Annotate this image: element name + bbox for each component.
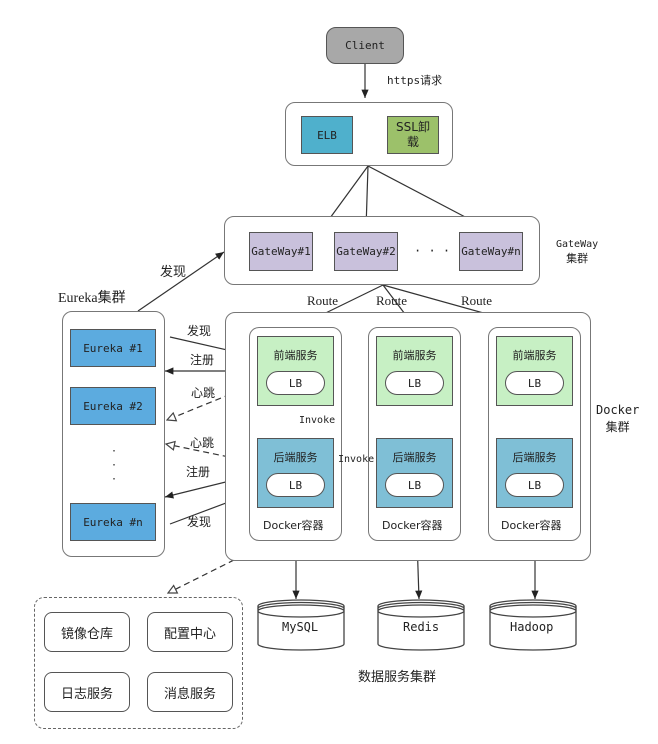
frontend-label: 前端服务 [512, 349, 557, 362]
infra-item-config-center[interactable]: 配置中心 [147, 612, 233, 652]
infra-label: 配置中心 [163, 626, 216, 642]
gateway-node-2[interactable]: GateWay#2 [334, 232, 398, 271]
ssl-offload-node[interactable]: SSL卸 载 [387, 116, 439, 154]
eureka-node-2[interactable]: Eureka #2 [70, 387, 156, 425]
heartbeat-frontend [167, 383, 258, 420]
backend-lb-3[interactable]: LB [505, 473, 564, 497]
docker-container-label-2: Docker容器 [382, 519, 443, 532]
gateway-node-1[interactable]: GateWay#1 [249, 232, 313, 271]
frontend-label: 前端服务 [273, 349, 318, 362]
docker-cluster-label-line1: Docker [596, 403, 640, 417]
infra-label: 镜像仓库 [60, 626, 113, 642]
docker-container-label-3: Docker容器 [501, 519, 562, 532]
infra-label: 消息服务 [163, 686, 216, 702]
gateway-ellipsis: · · · [414, 244, 451, 258]
eureka-label: Eureka #n [83, 515, 143, 529]
heartbeat-label-1: 心跳 [191, 386, 216, 400]
lb-label: LB [407, 478, 422, 492]
invoke-label-2: Invoke [338, 454, 375, 465]
backend-label: 后端服务 [392, 451, 437, 464]
frontend-lb-2[interactable]: LB [385, 371, 444, 395]
gateway-cluster-label-line1: GateWay [556, 239, 599, 250]
heartbeat-label-2: 心跳 [190, 436, 215, 450]
route-label-2: Route [376, 293, 408, 308]
infra-item-log-service[interactable]: 日志服务 [44, 672, 130, 712]
ssl-label-line2: 载 [406, 135, 419, 149]
data-services-cluster-label: 数据服务集群 [358, 670, 437, 685]
ssl-label-line1: SSL卸 [396, 120, 430, 134]
eureka-node-1[interactable]: Eureka #1 [70, 329, 156, 367]
eureka-vertical-ellipsis: ··· [111, 446, 118, 485]
lb-label: LB [527, 478, 542, 492]
datastore-label-hadoop: Hadoop [510, 620, 554, 634]
gateway-node-n[interactable]: GateWay#n [459, 232, 523, 271]
backend-lb-1[interactable]: LB [266, 473, 325, 497]
register-label-2: 注册 [186, 465, 211, 479]
eureka-node-n[interactable]: Eureka #n [70, 503, 156, 541]
gateway-label: GateWay#2 [336, 245, 396, 258]
docker-to-infra [168, 541, 271, 593]
lb-label: LB [288, 376, 303, 390]
datastore-label-mysql: MySQL [282, 620, 319, 634]
infra-item-image-registry[interactable]: 镜像仓库 [44, 612, 130, 652]
client-label: Client [345, 39, 385, 52]
backend-label: 后端服务 [273, 451, 318, 464]
infra-item-message-service[interactable]: 消息服务 [147, 672, 233, 712]
eureka-discover-gateway [137, 251, 225, 312]
elb-node[interactable]: ELB [301, 116, 353, 154]
route-label-1: Route [307, 293, 339, 308]
eureka-cluster-label: Eureka集群 [58, 291, 126, 306]
route-label-3: Route [461, 293, 493, 308]
elb-label: ELB [317, 128, 337, 142]
frontend-label: 前端服务 [392, 349, 437, 362]
gateway-label: GateWay#n [461, 245, 521, 258]
lb-label: LB [407, 376, 422, 390]
eureka-discover-gateway-label: 发现 [160, 265, 187, 280]
eureka-label: Eureka #1 [83, 341, 143, 355]
infra-group [34, 597, 243, 729]
gateway-cluster-label: GateWay 集群 [556, 238, 598, 266]
docker-cluster-label-line2: 集群 [605, 420, 630, 434]
frontend-lb-3[interactable]: LB [505, 371, 564, 395]
backend-label: 后端服务 [512, 451, 557, 464]
register-label-1: 注册 [190, 353, 215, 367]
frontend-lb-1[interactable]: LB [266, 371, 325, 395]
discover-label-1: 发现 [187, 324, 212, 338]
docker-cluster-label: Docker 集群 [596, 402, 639, 436]
client-node[interactable]: Client [326, 27, 404, 64]
lb-label: LB [288, 478, 303, 492]
gateway-label: GateWay#1 [251, 245, 311, 258]
docker-container-label-1: Docker容器 [263, 519, 324, 532]
lb-label: LB [527, 376, 542, 390]
https-request-label: https请求 [387, 74, 443, 87]
infra-label: 日志服务 [60, 686, 113, 702]
gateway-cluster-label-line2: 集群 [566, 252, 589, 265]
discover-label-2: 发现 [187, 515, 212, 529]
datastore-label-redis: Redis [403, 620, 440, 634]
backend-lb-2[interactable]: LB [385, 473, 444, 497]
eureka-label: Eureka #2 [83, 399, 143, 413]
invoke-label-1: Invoke [299, 415, 336, 426]
